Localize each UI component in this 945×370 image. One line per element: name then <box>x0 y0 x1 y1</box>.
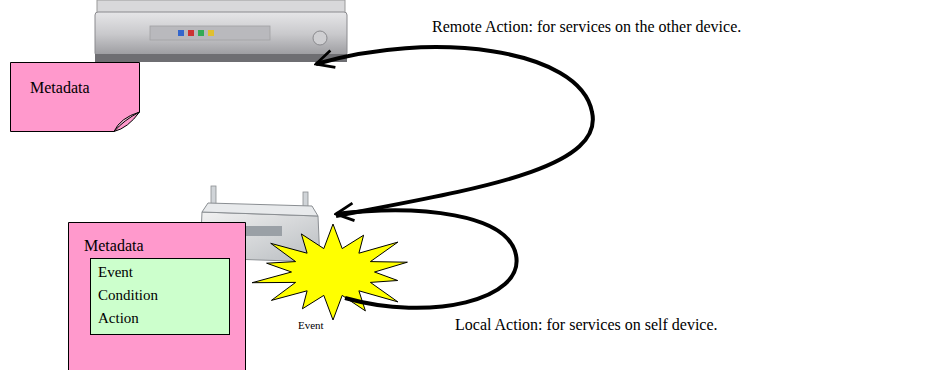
event-burst-outline <box>248 222 418 334</box>
remote-action-arrow <box>316 47 593 216</box>
node-text: Event Condition Action <box>98 261 170 330</box>
recorder-icon <box>208 30 214 36</box>
eca-rule-box: Event Condition Action <box>90 258 230 335</box>
document-shape <box>69 223 246 370</box>
burst-shape <box>252 224 407 320</box>
node-text: Metadata <box>30 78 130 98</box>
recorder-device <box>95 0 347 62</box>
node-text: Event <box>298 318 358 332</box>
metadata-document: Metadata <box>10 62 140 132</box>
router-top <box>202 203 318 216</box>
metadata-document-outline <box>10 62 140 132</box>
recorder-icon <box>178 30 184 36</box>
recorder-icon <box>198 30 204 36</box>
document-fold <box>114 112 140 132</box>
recorder-front <box>95 12 347 56</box>
recorder-base <box>95 54 347 62</box>
action-caption: Local Action: for services on self devic… <box>455 316 718 334</box>
local-action-arrow <box>336 210 517 307</box>
recorder-display <box>150 26 270 40</box>
action-caption: Remote Action: for services on the other… <box>432 18 741 36</box>
document-shape <box>11 63 140 132</box>
recorder-knob <box>313 31 327 45</box>
event-burst: Event <box>248 222 418 334</box>
metadata-document: MetadataEvent Condition Action <box>68 222 246 370</box>
recorder-icon <box>188 30 194 36</box>
rule-box-shape <box>91 259 230 335</box>
node-text: Metadata <box>84 236 204 256</box>
